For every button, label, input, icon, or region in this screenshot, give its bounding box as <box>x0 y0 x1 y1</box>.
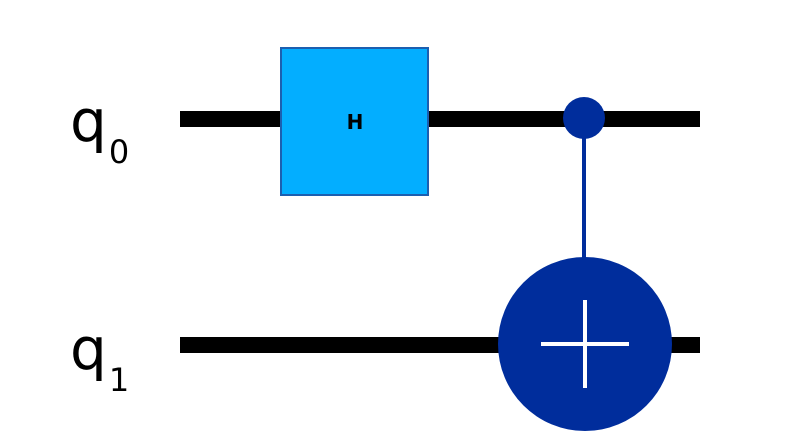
hadamard-gate-label: H <box>347 110 364 134</box>
cnot-control-dot <box>563 97 605 139</box>
wire-q0 <box>180 111 700 127</box>
hadamard-gate-box <box>280 47 429 196</box>
qubit-index: 0 <box>108 133 130 171</box>
cnot-gate[interactable] <box>498 97 672 431</box>
qubit-label-q1: q1 <box>70 320 129 396</box>
qubit-label-q0: q0 <box>70 92 129 168</box>
plus-icon <box>541 300 629 388</box>
qubit-index: 1 <box>108 361 130 399</box>
qubit-letter: q <box>70 315 107 383</box>
hadamard-gate[interactable]: H <box>280 47 429 196</box>
qubit-letter: q <box>70 87 107 155</box>
